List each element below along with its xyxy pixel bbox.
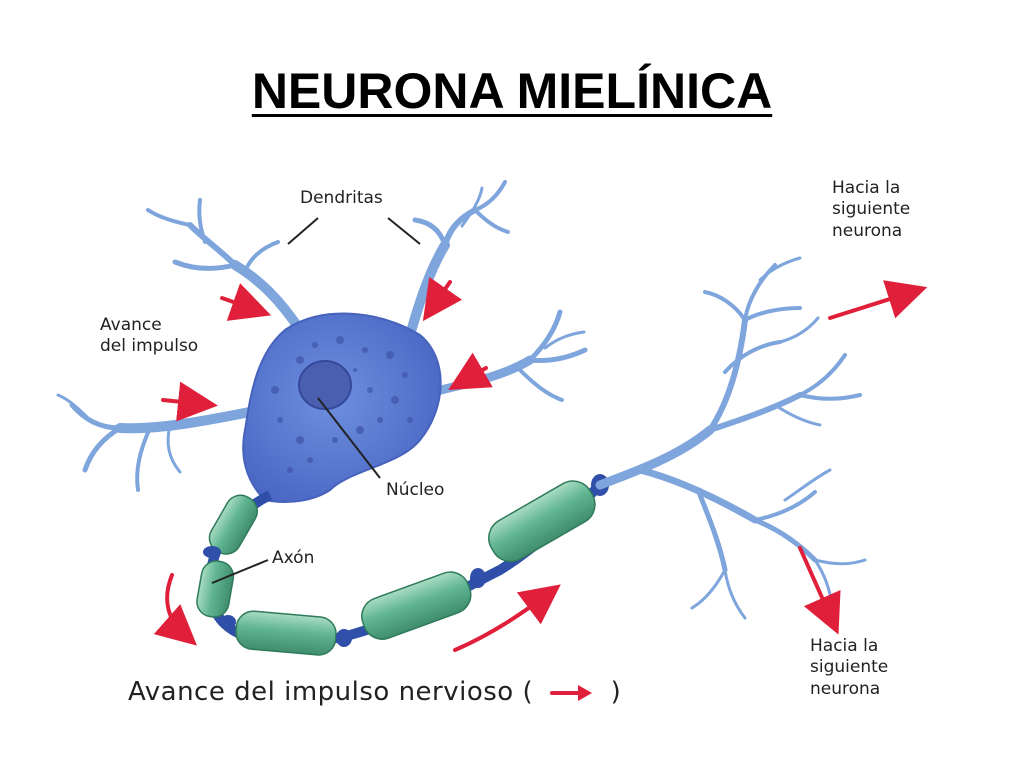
myelin-segment — [235, 610, 337, 656]
soma — [242, 312, 442, 503]
myelin-segment — [488, 480, 596, 563]
label-line: Hacia la — [810, 636, 879, 656]
label-line: neurona — [832, 220, 903, 241]
label-line: Hacia la — [832, 178, 901, 198]
label-avance-impulso: Avance del impulso — [100, 315, 198, 358]
dendrites — [56, 180, 588, 492]
caption: Avance del impulso nervioso ( ) — [128, 676, 621, 709]
label-hacia-bottom: Hacia la siguiente neurona — [810, 636, 888, 700]
label-line: siguiente — [832, 199, 911, 220]
red-arrow-icon — [453, 584, 561, 652]
axon-terminals — [595, 256, 867, 620]
leader-lines — [211, 217, 421, 584]
label-hacia-top: Hacia la siguiente neurona — [832, 178, 910, 242]
label-line: neurona — [810, 678, 881, 699]
label-nucleo: Núcleo — [386, 480, 445, 500]
myelin-segment — [196, 560, 235, 618]
impulse-arrows — [153, 276, 928, 652]
caption-close: ) — [610, 677, 622, 707]
label-line: del impulso — [100, 336, 199, 357]
red-arrow-icon — [828, 280, 928, 320]
red-arrow-icon — [153, 573, 197, 646]
axon — [196, 474, 609, 656]
red-arrow-icon — [798, 546, 841, 635]
red-arrow-icon — [161, 381, 218, 422]
slide-title: NEURONA MIELÍNICA — [0, 62, 1024, 120]
myelin-segment — [361, 571, 472, 640]
label-line: siguiente — [810, 657, 889, 678]
nucleus — [298, 360, 352, 410]
caption-text: Avance del impulso nervioso ( — [128, 677, 534, 707]
label-line: Avance — [100, 315, 162, 335]
soma-granules — [271, 336, 413, 473]
red-arrow-icon — [220, 283, 272, 321]
red-arrow-icon — [448, 352, 493, 391]
slide-title-text: NEURONA MIELÍNICA — [251, 63, 773, 119]
label-axon: Axón — [272, 548, 315, 568]
red-arrow-icon — [549, 684, 592, 701]
label-dendritas: Dendritas — [300, 188, 383, 208]
red-arrow-icon — [422, 276, 463, 322]
